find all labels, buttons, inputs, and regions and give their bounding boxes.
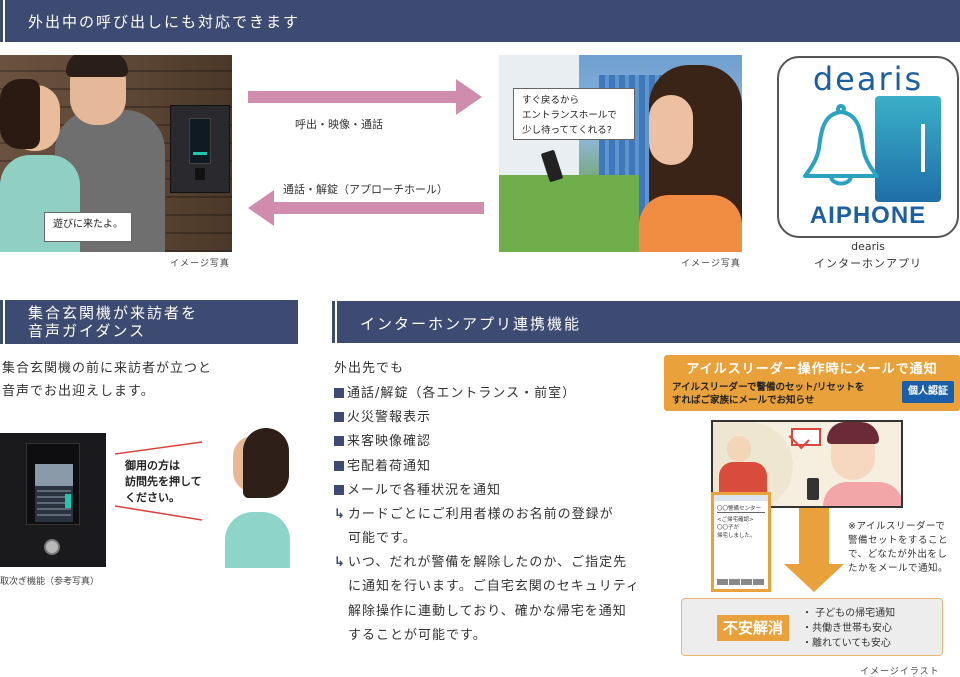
- notify-banner: アイルスリーダー操作時にメールで通知 アイルスリーダーで警備のセット/リセットを…: [664, 355, 960, 411]
- illustration-frame: [711, 420, 903, 508]
- side-note: ※アイルスリーダーで 警備セットをすること で、どなたが外出をし たかをメールで…: [848, 521, 949, 574]
- voice-guidance-text: 御用の方は 訪問先を押して ください。: [125, 459, 202, 504]
- section-title-line1: 集合玄関機が来訪者を: [28, 304, 199, 322]
- bullet-square-icon: [334, 436, 344, 446]
- app-caption-line1: dearis: [851, 240, 885, 253]
- entrance-photo: 遊びに来たよ。: [0, 55, 232, 252]
- sub-arrow-icon: ↳: [334, 507, 346, 522]
- body-text-line1: 集合玄関機の前に来訪者が立つと: [2, 361, 213, 376]
- speech-lines: [114, 441, 203, 521]
- feature-item: 宅配着荷通知: [334, 455, 431, 474]
- arrow-left: [274, 202, 484, 214]
- personal-auth-badge: 個人認証: [902, 381, 954, 403]
- bullet-square-icon: [334, 485, 344, 495]
- door-shape: [875, 96, 941, 202]
- speech-bubble: すぐ戻るから エントランスホールで 少し待っててくれる?: [513, 88, 635, 140]
- notify-title: アイルスリーダー操作時にメールで通知: [686, 362, 938, 377]
- down-arrow-head: [784, 564, 844, 592]
- bullet-square-icon: [334, 461, 344, 471]
- note-card-registration: ↳カードごとにご利用者様のお名前の登録が: [334, 507, 614, 522]
- header-accent: [0, 0, 5, 42]
- child-figure: [727, 436, 751, 462]
- note-line: に通知を行います。ご自宅玄関のセキュリティ: [348, 579, 640, 594]
- photo-caption: 取次ぎ機能（参考写真）: [0, 577, 100, 587]
- header-accent: [0, 300, 5, 344]
- section-title-line2: 音声ガイダンス: [28, 322, 147, 340]
- note-line: することが可能です。: [348, 628, 487, 643]
- dearis-app-icon[interactable]: dearis AIPHONE: [777, 56, 959, 238]
- note-line: 可能です。: [348, 531, 417, 546]
- arrow-left-label: 通話・解錠（アプローチホール）: [283, 183, 448, 196]
- phone-mail-screen: 〇〇警備センター <ご帰宅確認> 〇〇子が 帰宅しました。: [711, 492, 771, 592]
- bullet-square-icon: [334, 388, 344, 398]
- feature-item: 火災警報表示: [334, 406, 431, 425]
- section-title: 外出中の呼び出しにも対応できます: [28, 13, 301, 31]
- phone-in-hand: [807, 478, 819, 500]
- section-header-app-integration: インターホンアプリ連携機能: [332, 301, 960, 343]
- relief-box: 不安解消 ・ 子どもの帰宅通知 ・共働き世帯も安心 ・離れていても安心: [681, 598, 943, 656]
- sub-arrow-icon: ↳: [334, 555, 346, 570]
- relief-label: 不安解消: [717, 615, 789, 641]
- bell-icon: [803, 104, 879, 186]
- intro-text: 外出先でも: [334, 361, 405, 376]
- doorbell-button: [44, 539, 60, 555]
- down-arrow-shaft: [799, 508, 829, 566]
- body-text-line2: 音声でお出迎えします。: [2, 384, 155, 399]
- app-caption-line2: インターホンアプリ: [814, 257, 922, 270]
- notify-sub-line1: アイルスリーダーで警備のセット/リセットを: [672, 382, 865, 393]
- speech-bubble: 遊びに来たよ。: [44, 212, 132, 242]
- section-header-outgoing-calls: 外出中の呼び出しにも対応できます: [0, 0, 960, 42]
- arrow-right-head: [456, 79, 482, 115]
- relief-points: ・ 子どもの帰宅通知 ・共働き世帯も安心 ・離れていても安心: [802, 608, 896, 649]
- note-line: 解除操作に連動しており、確かな帰宅を通知: [348, 604, 627, 619]
- feature-item: メールで各種状況を通知: [334, 479, 501, 498]
- header-accent: [332, 301, 337, 343]
- notify-sub-line2: すればご家族にメールでお知らせ: [672, 395, 815, 406]
- visitor-photo: [225, 428, 290, 568]
- feature-item: 来客映像確認: [334, 430, 431, 449]
- feature-item: 通話/解錠（各エントランス・前室）: [334, 382, 576, 401]
- photo-caption: イメージ写真: [681, 259, 741, 269]
- smartphone-photo: すぐ戻るから エントランスホールで 少し待っててくれる?: [499, 55, 742, 252]
- mail-icon: [788, 428, 821, 450]
- bullet-square-icon: [334, 412, 344, 422]
- entrance-panel-photo: [0, 433, 106, 567]
- intercom-panel: [170, 105, 230, 193]
- arrow-right-label: 呼出・映像・通話: [295, 118, 383, 131]
- illustration-caption: イメージイラスト: [860, 667, 940, 677]
- arrow-right: [248, 91, 456, 103]
- app-brand: dearis: [812, 60, 924, 98]
- section-header-voice-guidance: 集合玄関機が来訪者を 音声ガイダンス: [0, 300, 298, 344]
- note-security-notify: ↳いつ、だれが警備を解除したのか、ご指定先: [334, 555, 628, 570]
- arrow-left-head: [248, 190, 274, 226]
- app-maker: AIPHONE: [809, 202, 927, 229]
- photo-caption: イメージ写真: [170, 259, 230, 269]
- section-title: インターホンアプリ連携機能: [360, 315, 582, 333]
